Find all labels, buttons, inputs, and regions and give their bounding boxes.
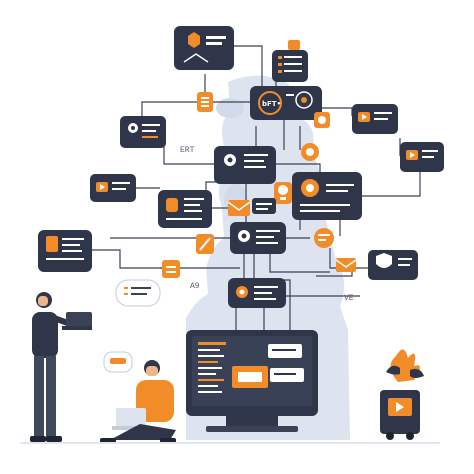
node-location-card-left [120,116,166,148]
label-a9: A9 [190,282,200,291]
node-location-card-center [214,146,276,184]
person-sitting-with-laptop [100,351,176,444]
node-small-card-mid [252,198,276,214]
node-shield-card-left [158,190,212,228]
node-orange-bulb-icon [274,182,292,204]
node-video-card-left [90,174,136,202]
hub-label: bFT• [262,100,281,108]
node-hexagon-card [174,26,234,70]
node-orange-settings-icon [301,143,319,161]
monitor-dashboard [186,330,318,432]
node-orange-calendar-icon [162,260,180,278]
ground-line [20,442,440,444]
node-central-hub: bFT• [250,86,322,120]
node-video-card-right-top [352,104,398,134]
node-speech-bubble-list [115,279,161,307]
label-ert: ERT [180,146,195,155]
node-orange-envelope-right [335,258,357,272]
node-orange-gear-icon [314,112,330,128]
node-list-card-top [272,50,308,82]
node-orange-chat-icon [314,228,334,248]
node-orange-book-icon [197,92,213,112]
node-shield-card-right [368,250,418,280]
node-orange-envelope-small [227,200,251,216]
label-ve: VE [344,294,354,303]
node-document-card-left [38,230,92,272]
person-standing-with-laptop [30,292,92,442]
node-location-card-lower [230,222,286,254]
node-video-card-far-right [400,142,444,172]
node-pin-card-right [292,172,362,220]
node-orange-tools-icon [196,234,214,254]
plant-with-device [380,349,424,440]
node-orange-tag-top [288,40,300,50]
node-pin-card-lower [228,278,286,308]
